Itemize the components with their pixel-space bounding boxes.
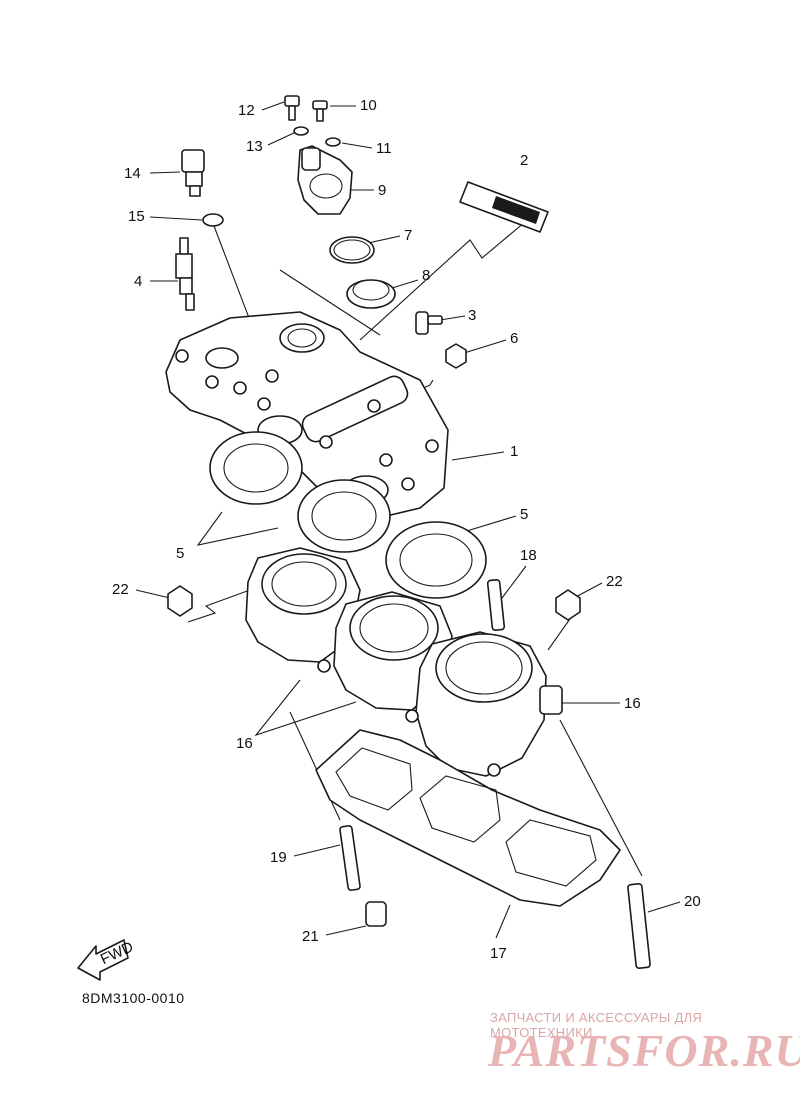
washer-13: [293, 126, 309, 136]
o-ring-7: [329, 236, 375, 264]
label-20: 20: [684, 893, 701, 910]
spark-plug-4: [175, 237, 195, 311]
label-2: [459, 181, 549, 233]
stud-19: [339, 825, 361, 891]
label-11: 11: [376, 140, 392, 157]
label-2: 2: [520, 152, 528, 169]
thermostat-cover-9: [297, 145, 353, 215]
cylinders-16: [245, 547, 563, 777]
sensor-14: [181, 149, 205, 197]
nut-22-left: [167, 585, 193, 617]
label-21: 21: [302, 928, 319, 945]
label-14: 14: [124, 165, 141, 182]
bolt-10: [312, 100, 328, 122]
label-22-left: 22: [112, 581, 129, 598]
stud-20: [627, 882, 651, 970]
label-4: 4: [134, 273, 142, 290]
gasket-15: [202, 213, 224, 227]
fwd-arrow-icon: FWD: [77, 938, 136, 981]
base-gasket-17: [315, 729, 621, 907]
label-9: 9: [378, 182, 386, 199]
label-16-left: 16: [236, 735, 253, 752]
watermark-logo: PARTSFOR.RU: [488, 1025, 800, 1076]
head-gaskets-5: [209, 431, 487, 599]
watermark-tagline: ЗАПЧАСТИ И АКСЕССУАРЫ ДЛЯ МОТОТЕХНИКИ: [490, 1010, 703, 1040]
label-7: 7: [404, 227, 412, 244]
cylinder-head-1: [165, 311, 449, 521]
label-18: 18: [520, 547, 537, 564]
label-16-right: 16: [624, 695, 641, 712]
label-19: 19: [270, 849, 287, 866]
label-22-right: 22: [606, 573, 623, 590]
label-17: 17: [490, 945, 507, 962]
bolt-6: [445, 343, 467, 369]
label-6: 6: [510, 330, 518, 347]
label-12: 12: [238, 102, 255, 119]
bolt-12: [284, 95, 300, 121]
part-labels: 12 10 13 11 14 9 2 15 7 4 8 3 6 1 5 5 18…: [112, 97, 701, 962]
fitting-3: [415, 311, 443, 335]
label-5-right: 5: [520, 506, 528, 523]
nut-22-right: [555, 589, 581, 621]
label-3: 3: [468, 307, 476, 324]
diagram-code: 8DM3100-0010: [82, 990, 185, 1006]
ring-8: [346, 279, 396, 309]
stud-18: [486, 579, 506, 631]
washer-11: [325, 137, 341, 147]
leader-lines: [135, 101, 681, 939]
label-1: 1: [510, 443, 518, 460]
nut-21: [365, 901, 387, 927]
label-8: 8: [422, 267, 430, 284]
label-15: 15: [128, 208, 145, 225]
label-5-left: 5: [176, 545, 184, 562]
label-10: 10: [360, 97, 377, 114]
label-13: 13: [246, 138, 263, 155]
